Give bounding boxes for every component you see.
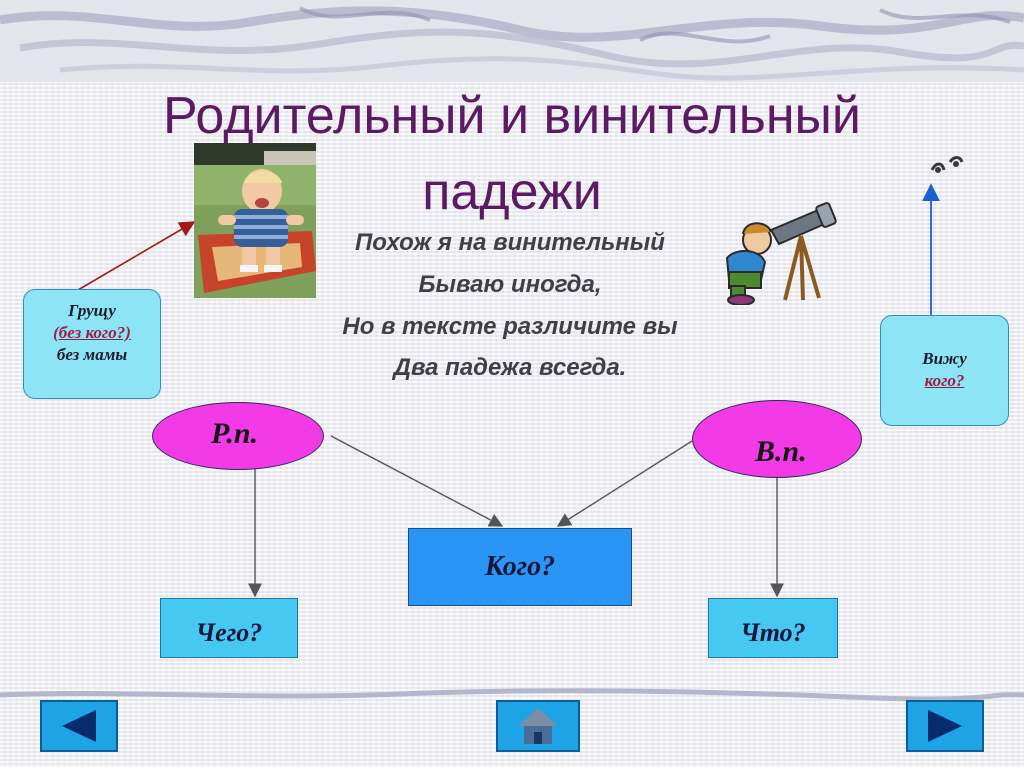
accusative-case-label: В.п. [755, 435, 807, 468]
genitive-example-callout: Грущу (без кого?) без мамы [23, 289, 161, 399]
verse-line-3: Но в тексте различите вы [342, 313, 678, 340]
crying-child-picture [194, 143, 316, 298]
home-icon [518, 708, 558, 744]
triangle-right-icon [928, 710, 962, 742]
callout-line-3: без мамы [56, 345, 128, 364]
shared-question-box: Кого? [408, 528, 632, 606]
boy-with-telescope-icon [725, 202, 837, 305]
verse-line-2: Бываю иногда, [418, 271, 602, 298]
eyes-icon [930, 156, 964, 173]
callout-question: кого? [924, 371, 965, 390]
callout-line-1: Грущу [68, 301, 116, 320]
verse-line-4: Два падежа всегда. [393, 354, 627, 381]
accusative-example-callout: Вижу кого? [880, 315, 1009, 426]
shared-question-label: Кого? [484, 551, 556, 582]
genitive-case-label: Р.п. [211, 417, 259, 450]
decorative-bottom-border [0, 688, 1024, 702]
accusative-case-ellipse: В.п. [692, 400, 862, 478]
verse-line-1: Похож я на винительный [355, 229, 665, 256]
accusative-question-label: Что? [740, 618, 806, 647]
accusative-question-box: Что? [708, 598, 838, 658]
genitive-case-ellipse: Р.п. [152, 402, 324, 470]
callout-line-1: Вижу [922, 349, 967, 368]
page-title-line1: Родительный и винительный [163, 87, 861, 145]
decorative-top-border [0, 0, 1024, 82]
genitive-question-label: Чего? [195, 618, 263, 647]
callout-question: (без кого?) [53, 323, 131, 342]
previous-slide-button[interactable] [40, 700, 118, 752]
page-title-line2: падежи [422, 163, 602, 221]
genitive-question-box: Чего? [160, 598, 298, 658]
home-button[interactable] [496, 700, 580, 752]
next-slide-button[interactable] [906, 700, 984, 752]
triangle-left-icon [62, 710, 96, 742]
